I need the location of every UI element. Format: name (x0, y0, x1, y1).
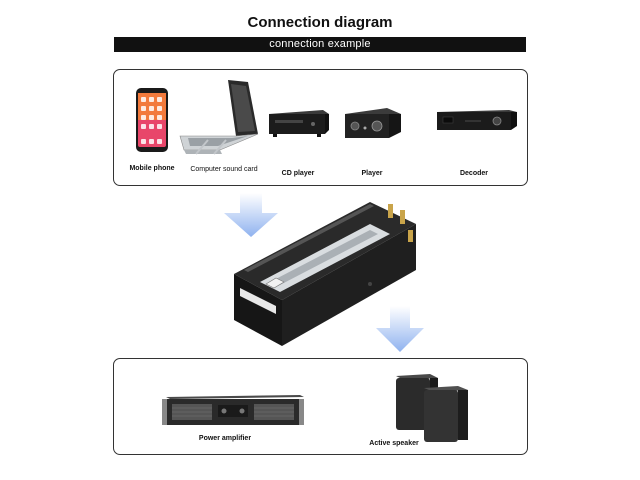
source-label-computer-sound-card: Computer sound card (190, 166, 258, 173)
output-label-power-amplifier: Power amplifier (198, 435, 252, 442)
mobile-phone-image (136, 88, 168, 152)
diagram-title: Connection diagram (247, 14, 393, 31)
arrow-down-icon (224, 193, 278, 237)
active-speaker-image (396, 374, 468, 442)
decoder-image (437, 110, 517, 130)
output-label-active-speaker: Active speaker (369, 440, 419, 447)
arrow-down-icon-output (376, 306, 424, 352)
cd-player-image (269, 110, 329, 137)
volume-controller-device-image (234, 202, 416, 346)
player-image (345, 108, 401, 138)
source-label-decoder: Decoder (459, 170, 488, 177)
laptop-image (179, 80, 259, 155)
source-label-mobile-phone: Mobile phone (129, 165, 175, 172)
source-label-cd-player: CD player (281, 170, 315, 177)
power-amplifier-image (162, 395, 304, 425)
subtitle-bar: connection example (114, 37, 526, 52)
source-label-player: Player (361, 170, 383, 177)
